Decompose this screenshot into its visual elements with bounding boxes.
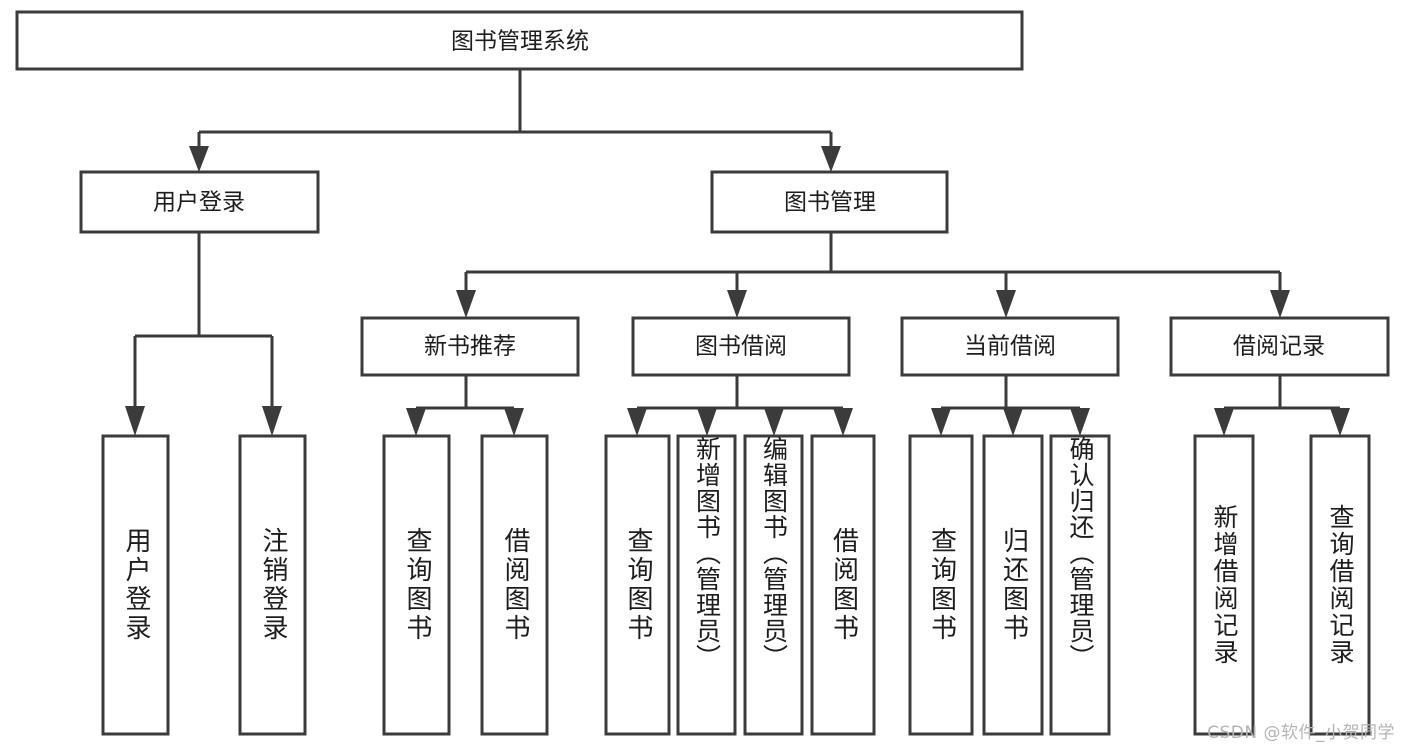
connector-group-new-book-rec <box>406 375 524 436</box>
arrow-head-leaf-1 <box>125 406 145 436</box>
leaf-box-add-record[interactable] <box>1193 434 1255 736</box>
node-book-management-label: 图书管理 <box>784 190 876 216</box>
node-current-borrow-label: 当前借阅 <box>964 334 1056 360</box>
node-book-borrow-box[interactable] <box>631 316 851 377</box>
leaf-box-logout[interactable] <box>238 434 307 736</box>
node-book-management-box[interactable] <box>710 170 949 234</box>
arrow-head-leaf-3 <box>406 408 426 436</box>
leaf-box-query-book-3[interactable] <box>908 434 974 736</box>
arrow-head-leaf-4 <box>504 408 524 436</box>
node-new-book-recommend-label: 新书推荐 <box>424 334 516 360</box>
node-book-borrow-label: 图书借阅 <box>695 334 787 360</box>
node-borrow-record[interactable]: 借阅记录 <box>1169 316 1390 377</box>
arrow-head-leaf-5 <box>627 408 647 436</box>
arrow-head-book-borrow <box>727 290 747 318</box>
leaf-box-query-record[interactable] <box>1309 434 1371 736</box>
connector-group-user-login <box>125 232 282 436</box>
node-new-book-recommend[interactable]: 新书推荐 <box>360 316 580 377</box>
arrow-head-leaf-12 <box>1214 408 1234 436</box>
node-current-borrow-box[interactable] <box>900 316 1120 377</box>
arrow-head-leaf-9 <box>931 408 951 436</box>
leaf-box-edit-book[interactable] <box>743 434 804 736</box>
node-user-login-label: 用户登录 <box>153 190 245 216</box>
arrow-head-leaf-7 <box>764 408 784 436</box>
arrow-head-leaf-6 <box>697 408 717 436</box>
connector-group-book-borrow <box>627 375 853 436</box>
node-current-borrow[interactable]: 当前借阅 <box>900 316 1120 377</box>
leaf-box-user-login[interactable] <box>101 434 170 736</box>
connector-group-borrow-record <box>1214 375 1350 436</box>
arrow-head-new-book-rec <box>456 290 476 318</box>
connector-group-root <box>189 69 841 172</box>
connector-group-current-borrow <box>931 375 1090 436</box>
node-root[interactable]: 图书管理系统 <box>15 10 1024 71</box>
node-root-label: 图书管理系统 <box>451 29 589 55</box>
leaf-box-query-book-2[interactable] <box>604 434 671 736</box>
csdn-watermark: CSDN @软件_小贺同学 <box>1207 723 1395 743</box>
node-borrow-record-box[interactable] <box>1169 316 1390 377</box>
arrow-head-user-login <box>189 146 209 172</box>
arrow-head-leaf-11 <box>1070 408 1090 436</box>
node-book-borrow[interactable]: 图书借阅 <box>631 316 851 377</box>
arrow-head-current-borrow <box>996 290 1016 318</box>
leaf-box-borrow-book-1[interactable] <box>480 434 549 736</box>
node-borrow-record-label: 借阅记录 <box>1233 334 1325 360</box>
leaf-box-add-book[interactable] <box>676 434 737 736</box>
arrow-head-leaf-8 <box>833 408 853 436</box>
node-book-management[interactable]: 图书管理 <box>710 170 949 234</box>
arrow-head-leaf-2 <box>262 406 282 436</box>
leaf-box-return-book[interactable] <box>982 434 1044 736</box>
connector-group-book-mgmt <box>456 232 1290 318</box>
node-user-login-box[interactable] <box>79 170 320 234</box>
node-root-box[interactable] <box>15 10 1024 71</box>
node-user-login[interactable]: 用户登录 <box>79 170 320 234</box>
leaf-box-confirm-return[interactable] <box>1049 434 1111 736</box>
leaf-box-query-book-1[interactable] <box>382 434 451 736</box>
arrow-head-book-mgmt <box>821 146 841 172</box>
arrow-head-leaf-13 <box>1330 408 1350 436</box>
arrow-head-borrow-record <box>1270 290 1290 318</box>
leaf-box-borrow-book-2[interactable] <box>810 434 876 736</box>
arrow-head-leaf-10 <box>1003 408 1023 436</box>
node-new-book-recommend-box[interactable] <box>360 316 580 377</box>
